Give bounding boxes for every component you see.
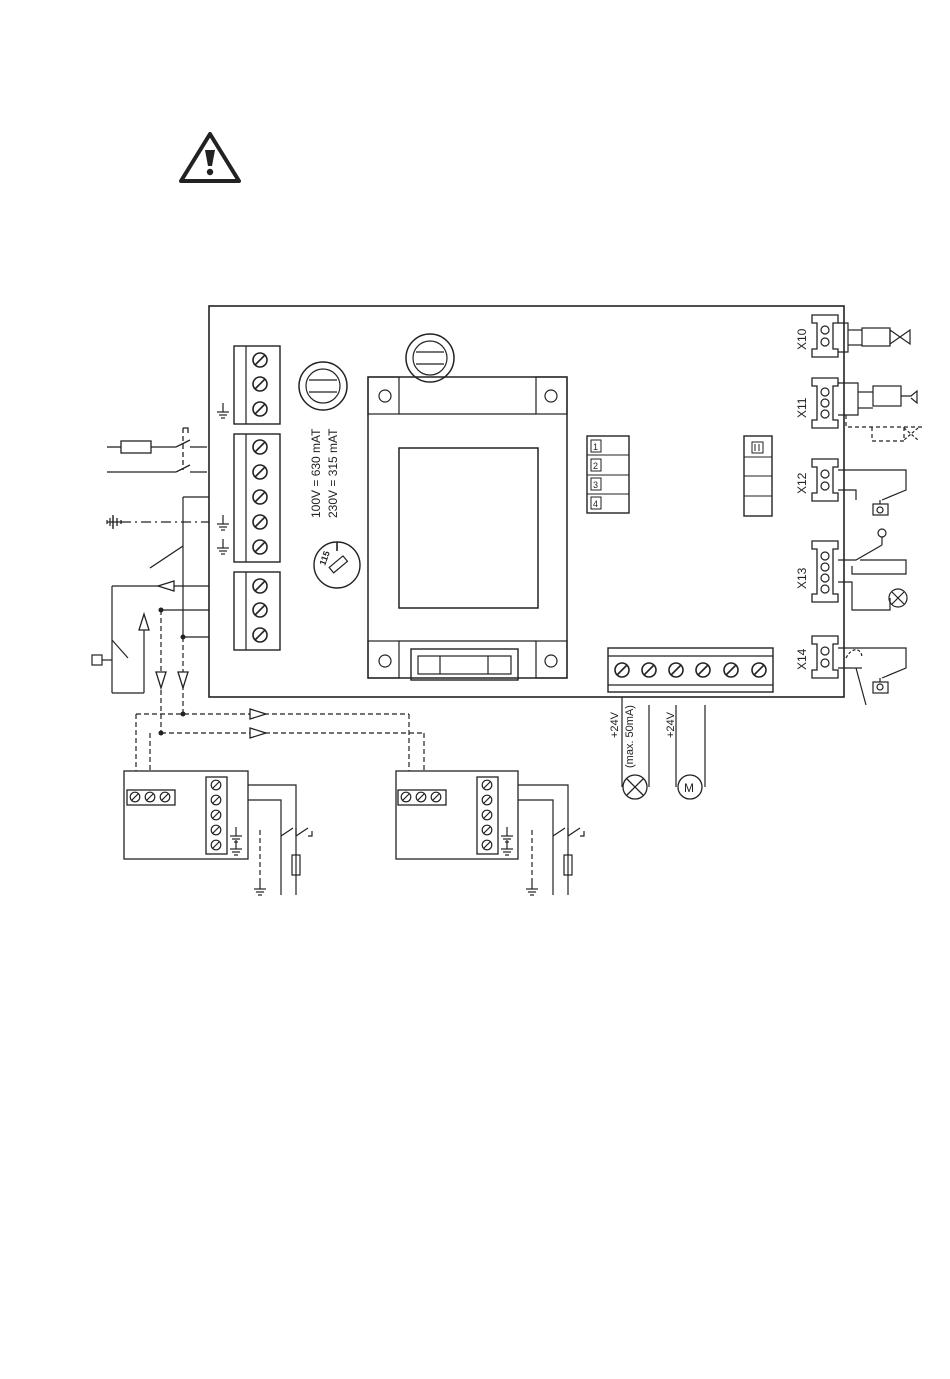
pressure-switch-x14-icon xyxy=(838,648,906,705)
jumper-block xyxy=(744,436,772,516)
dip-switch-2: 2 xyxy=(593,461,598,471)
connector-x10 xyxy=(812,315,838,357)
bus-arrow-right-1 xyxy=(250,709,266,719)
fuse-rating-line2: 230V = 315 mAT xyxy=(326,428,340,518)
slave-module-1-ground-icon xyxy=(254,880,266,895)
lamp-current-label: (max. 50mA) xyxy=(624,705,636,768)
connector-x11 xyxy=(812,378,838,428)
label-x13: X13 xyxy=(795,567,809,589)
fuse-holder-round-top xyxy=(406,334,454,382)
signal-arrow-left xyxy=(158,581,174,591)
signal-wiring xyxy=(92,497,209,693)
slave-module-2 xyxy=(396,771,518,859)
connector-x12 xyxy=(812,459,838,501)
output-terminal-strip xyxy=(608,648,773,692)
label-x10: X10 xyxy=(795,328,809,350)
mains-input-wiring xyxy=(107,428,209,568)
float-switch-lamp-icon xyxy=(838,529,907,610)
motor-voltage-label: +24V xyxy=(665,711,677,738)
lamp-voltage-label: +24V xyxy=(609,711,621,738)
transformer xyxy=(368,377,567,678)
dip-switch-4: 4 xyxy=(593,499,598,509)
lamp-icon xyxy=(623,775,647,799)
bus-arrow-down-2 xyxy=(178,672,188,688)
label-x12: X12 xyxy=(795,472,809,494)
terminal-block-top xyxy=(234,346,280,424)
solenoid-valve-icon xyxy=(838,323,910,352)
pressure-switch-x12-icon xyxy=(838,470,906,515)
connector-x13 xyxy=(812,541,838,602)
dip-switch-1: 1 xyxy=(593,442,598,452)
valve-actuator-icon xyxy=(838,383,922,441)
motor-symbol: M xyxy=(684,781,694,795)
signal-arrow-up xyxy=(139,614,149,630)
cartridge-fuse xyxy=(411,649,518,680)
slave-module-2-terminals xyxy=(401,780,513,855)
connector-x14 xyxy=(812,636,838,678)
ground-symbols-board xyxy=(217,403,229,554)
label-x14: X14 xyxy=(795,648,809,670)
warning-triangle-icon xyxy=(181,134,239,181)
control-board xyxy=(209,306,844,697)
label-x11: X11 xyxy=(795,397,809,418)
slave-module-1-wiring xyxy=(248,785,312,895)
slave-module-2-wiring xyxy=(518,785,584,895)
terminal-block-mains xyxy=(234,434,280,562)
fuse-holder-round xyxy=(299,362,347,410)
terminal-block-signal xyxy=(234,572,280,650)
slave-module-1 xyxy=(124,771,248,859)
slave-module-2-ground-icon xyxy=(526,880,538,895)
motor-icon: M xyxy=(678,775,702,799)
dip-switch-3: 3 xyxy=(593,480,598,490)
slave-module-1-terminals xyxy=(130,780,242,855)
bus-arrow-down-1 xyxy=(156,672,166,688)
bus-arrow-right-2 xyxy=(250,728,266,738)
voltage-selector-label: 115 xyxy=(317,550,331,567)
fuse-rating-line1: 100V = 630 mAT xyxy=(309,428,323,518)
